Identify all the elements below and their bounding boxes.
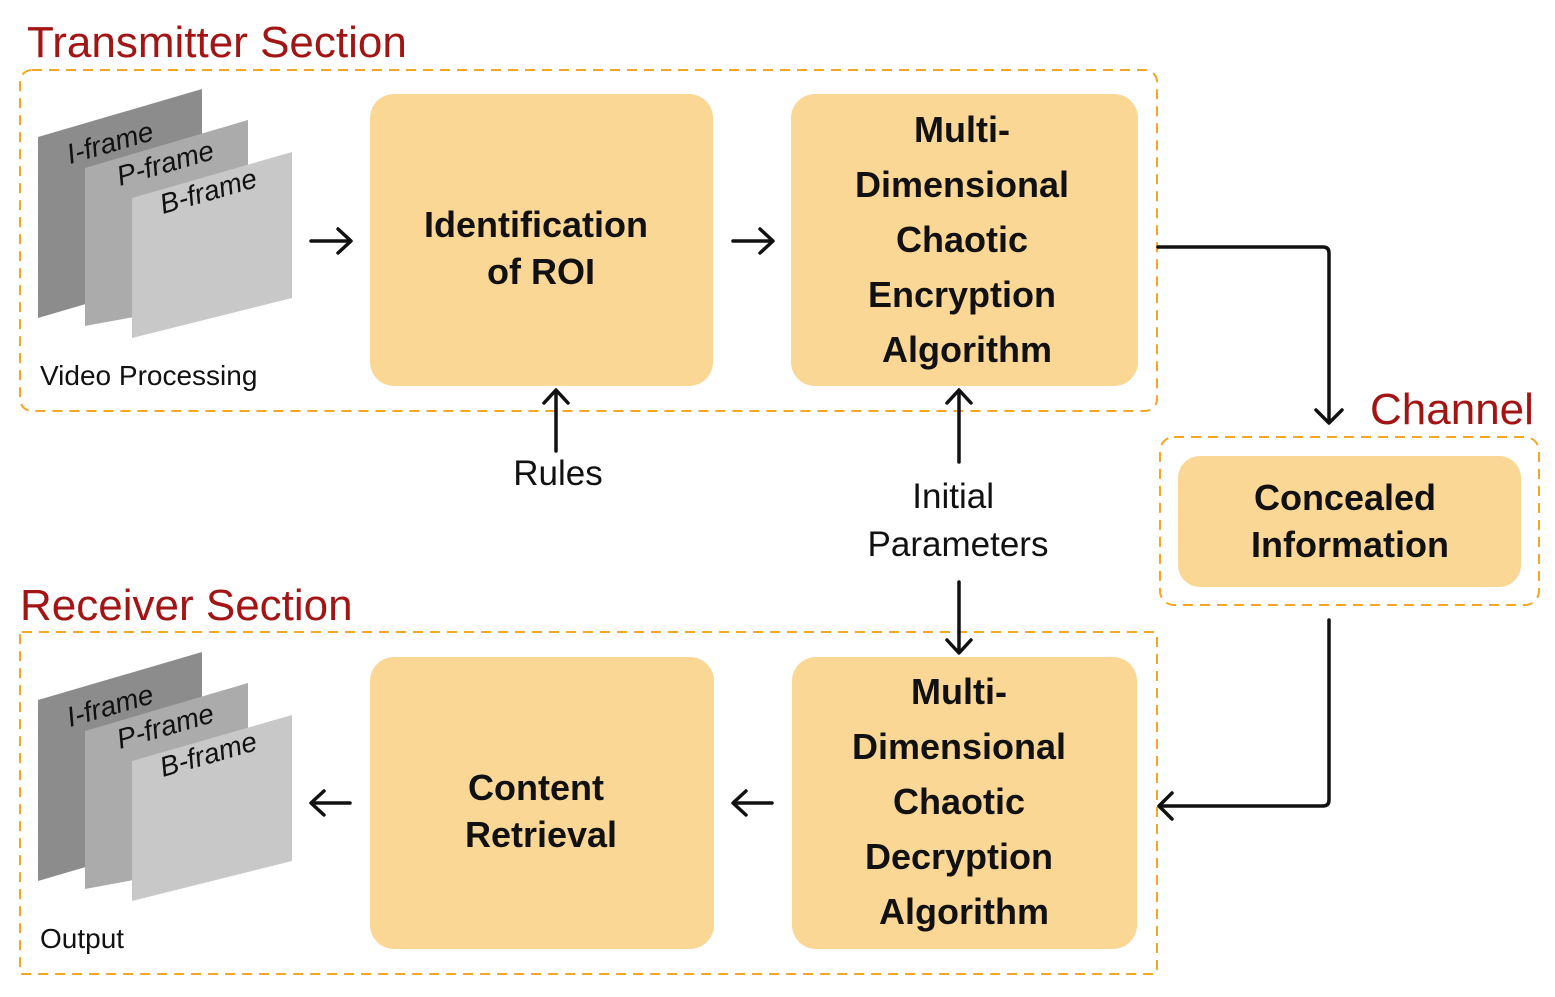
retrieval-block-text: Content Retrieval — [465, 767, 617, 855]
retrieval-block-line-1: Content — [468, 767, 604, 808]
roi-block: Identification of ROI — [370, 94, 713, 386]
decryption-block-box — [792, 657, 1137, 949]
decryption-block-line-4: Decryption — [865, 836, 1053, 877]
encryption-block-line-5: Algorithm — [882, 329, 1052, 370]
transmitter-frame-stack: I-frame P-frame B-frame — [38, 89, 292, 338]
b-frame-sheet — [132, 152, 292, 338]
output-b-frame-sheet — [132, 715, 292, 901]
arrow-encryption-to-channel — [1156, 245, 1344, 425]
concealed-block-line-2: Information — [1251, 524, 1449, 565]
decryption-block-line-1: Multi- — [911, 671, 1007, 712]
encryption-block-line-3: Chaotic — [896, 219, 1028, 260]
decryption-block-text: Multi- Dimensional Chaotic Decryption Al… — [852, 671, 1076, 932]
transmitter-section-title: Transmitter Section — [27, 18, 407, 67]
receiver-frame — [19, 631, 1158, 975]
arrow-decryption-to-retrieval — [731, 789, 774, 817]
arrow-retrieval-to-output — [309, 789, 352, 817]
arrow-rules-to-roi — [542, 388, 570, 453]
encryption-block-box — [791, 94, 1138, 386]
encryption-block-line-1: Multi- — [914, 109, 1010, 150]
encryption-block-text: Multi- Dimensional Chaotic Encryption Al… — [855, 109, 1079, 370]
encryption-block: Multi- Dimensional Chaotic Encryption Al… — [791, 94, 1138, 386]
arrow-parameters-to-decryption — [945, 580, 973, 655]
retrieval-block-box — [370, 657, 714, 949]
concealed-block-text: Concealed Information — [1251, 477, 1449, 565]
content-retrieval-block: Content Retrieval — [370, 657, 714, 949]
channel-title: Channel — [1370, 385, 1534, 434]
decryption-block-line-3: Chaotic — [893, 781, 1025, 822]
arrow-video-to-roi — [309, 227, 353, 255]
output-caption: Output — [40, 923, 124, 954]
concealed-block-box — [1178, 456, 1521, 587]
rules-label: Rules — [513, 454, 602, 493]
arrow-parameters-to-encryption — [945, 388, 973, 464]
receiver-section-title: Receiver Section — [20, 581, 353, 630]
initial-parameters-line-2: Parameters — [868, 525, 1049, 564]
arrow-roi-to-encryption — [731, 227, 775, 255]
retrieval-block-line-2: Retrieval — [465, 814, 617, 855]
decryption-block-line-2: Dimensional — [852, 726, 1066, 767]
roi-block-box — [370, 94, 713, 386]
roi-block-line-2: of ROI — [487, 251, 595, 292]
receiver-frame-stack: I-frame P-frame B-frame — [38, 652, 292, 901]
roi-block-text: Identification of ROI — [424, 204, 658, 292]
roi-block-line-1: Identification — [424, 204, 648, 245]
decryption-block: Multi- Dimensional Chaotic Decryption Al… — [792, 657, 1137, 949]
concealed-information-block: Concealed Information — [1178, 456, 1521, 587]
initial-parameters-line-1: Initial — [912, 477, 994, 516]
encryption-block-line-4: Encryption — [868, 274, 1056, 315]
concealed-block-line-1: Concealed — [1254, 477, 1436, 518]
video-processing-caption: Video Processing — [40, 360, 257, 391]
arrow-channel-to-decryption — [1157, 618, 1331, 821]
encryption-block-line-2: Dimensional — [855, 164, 1069, 205]
decryption-block-line-5: Algorithm — [879, 891, 1049, 932]
transmitter-frame — [19, 69, 1158, 412]
channel-frame — [1159, 436, 1540, 606]
initial-parameters-label: Initial Parameters — [868, 477, 1049, 564]
